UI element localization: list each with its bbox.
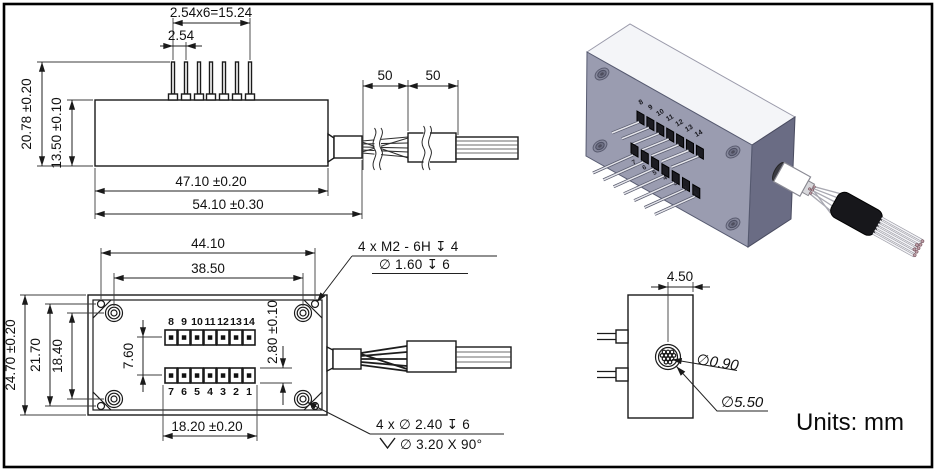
fiber-fanout: [361, 136, 409, 159]
cbore-callout: 4 x ∅ 2.40 ↧ 6 ∅ 3.20 X 90°: [306, 401, 504, 452]
side-body: [94, 99, 329, 167]
svg-text:5: 5: [652, 169, 659, 177]
end-view: 4.50 ∅0.90 ∅5.50: [597, 269, 768, 419]
svg-text:11: 11: [204, 316, 215, 328]
dim-pin-pitch-total: 2.54x6=15.24: [170, 5, 253, 20]
svg-text:8: 8: [638, 99, 645, 107]
dim-aperture-dia: ∅5.50: [721, 394, 764, 411]
iso-screw-bosses: [592, 67, 741, 231]
svg-text:6: 6: [181, 386, 187, 398]
callout-cbore-line2: ∅ 3.20 X 90°: [400, 437, 482, 452]
svg-text:4: 4: [207, 386, 213, 398]
side-dimensions: 2.54x6=15.24 2.54 20.78 ±0.20 13.50 ±0.1…: [19, 5, 459, 219]
svg-text:12: 12: [675, 118, 685, 128]
top-dimensions: 24.70 ±0.20 21.70 18.40 44.10 38.50 7.60…: [3, 236, 316, 441]
svg-text:6: 6: [641, 164, 648, 172]
svg-text:8: 8: [168, 316, 174, 328]
svg-text:9: 9: [181, 316, 187, 328]
svg-text:13: 13: [684, 124, 694, 134]
countersink-icon: [379, 437, 396, 450]
dim-header-length: 18.20 ±0.20: [171, 419, 242, 434]
svg-text:10: 10: [191, 316, 203, 328]
fiber-connector: [654, 343, 682, 371]
iso-pins-bottom-row: [592, 153, 696, 216]
svg-text:2: 2: [682, 185, 689, 193]
dim-row-spacing: 7.60: [121, 343, 136, 369]
corner-holes: [96, 299, 320, 411]
dim-boss-span-v: 18.40: [50, 339, 65, 373]
dim-lead-a: 50: [377, 68, 392, 83]
svg-text:4: 4: [662, 174, 669, 182]
dim-lead-b: 50: [425, 68, 440, 83]
units-label: Units: mm: [796, 409, 904, 436]
side-view: 2.54x6=15.24 2.54 20.78 ±0.20 13.50 ±0.1…: [19, 5, 519, 219]
corner-chamfers: [92, 299, 323, 411]
tap-hole-callout: 4 x M2 - 6H ↧ 4 ∅ 1.60 ↧ 6: [316, 239, 497, 303]
iso-header-bottom-row: [630, 142, 701, 200]
dim-overall-length: 54.10 ±0.30: [192, 197, 263, 212]
svg-text:9: 9: [647, 104, 654, 112]
svg-text:7: 7: [631, 159, 638, 167]
end-pins: [597, 329, 629, 382]
top-body-inner: [92, 299, 323, 411]
iso-pin-numbers-top: 8 9 10 11 12 13 14: [638, 99, 704, 139]
dim-exit-offset: 4.50: [667, 269, 693, 284]
iso-view: 8 9 10 11 12 13 14 7 6 5 4 3 2 1: [585, 23, 925, 258]
callout-cbore-line1: 4 x ∅ 2.40 ↧ 6: [376, 417, 470, 432]
svg-text:7: 7: [168, 386, 174, 398]
fiber-dots-near: [808, 185, 816, 195]
svg-text:3: 3: [220, 386, 226, 398]
iso-pin-numbers-bottom: 7 6 5 4 3 2 1: [631, 159, 700, 198]
end-dimensions: 4.50 ∅0.90 ∅5.50: [651, 269, 768, 412]
dim-boss-span: 38.50: [191, 261, 225, 276]
svg-text:5: 5: [194, 386, 200, 398]
iso-fiber-cable: [772, 161, 925, 258]
top-pigtail: [326, 340, 512, 373]
ribbon-stripes: [456, 140, 518, 154]
svg-text:13: 13: [230, 316, 242, 328]
side-pins: [167, 61, 256, 101]
dim-overall-width: 24.70 ±0.20: [3, 319, 18, 390]
iso-sleeve: [830, 191, 883, 236]
dim-fiber-dia: ∅0.90: [695, 351, 740, 375]
wire-fanout: [360, 345, 408, 372]
fiber-dots-end: [912, 239, 925, 258]
svg-text:10: 10: [655, 108, 665, 118]
top-body-outer: [87, 294, 328, 416]
side-pigtail: [327, 125, 519, 171]
iso-pins-top-row: [611, 120, 699, 169]
svg-text:14: 14: [694, 129, 704, 139]
svg-text:3: 3: [672, 179, 679, 187]
extension-lines: [37, 18, 459, 219]
svg-text:1: 1: [693, 190, 700, 198]
break-marks: [372, 125, 432, 171]
svg-text:11: 11: [665, 113, 675, 123]
svg-text:1: 1: [246, 386, 252, 398]
dim-header-width: 2.80 ±0.10: [265, 300, 280, 364]
dim-body-length: 47.10 ±0.20: [175, 174, 246, 189]
svg-text:12: 12: [217, 316, 229, 328]
dim-overall-length: 44.10: [191, 236, 225, 251]
dim-pin-pitch: 2.54: [168, 28, 195, 43]
pin-header-top-row: [164, 329, 256, 346]
svg-text:2: 2: [233, 386, 239, 398]
callout-tap-line2: ∅ 1.60 ↧ 6: [379, 257, 450, 272]
dim-total-height: 20.78 ±0.20: [19, 78, 34, 149]
svg-text:14: 14: [243, 316, 255, 328]
dim-hole-span: 21.70: [28, 338, 43, 372]
pin-header-bottom-row: [164, 367, 256, 384]
callout-tap-line1: 4 x M2 - 6H ↧ 4: [358, 239, 459, 254]
dim-body-height: 13.50 ±0.10: [49, 97, 64, 168]
